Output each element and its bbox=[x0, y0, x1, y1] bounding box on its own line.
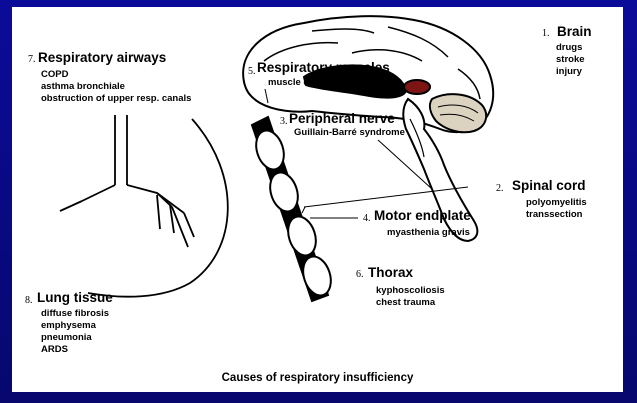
lung-tissue-item: pneumonia bbox=[41, 332, 109, 344]
diagram-caption: Causes of respiratory insufficiency bbox=[12, 372, 623, 384]
muscle-chain-illustration bbox=[251, 117, 335, 301]
brain-title: Brain bbox=[557, 24, 592, 39]
lung-tissue-title: Lung tissue bbox=[37, 290, 113, 305]
brain-number: 1. bbox=[542, 28, 550, 39]
lung-tissue-item: diffuse fibrosis bbox=[41, 308, 109, 320]
spinal-cord-item: polyomyelitis bbox=[526, 197, 587, 209]
brain-item: injury bbox=[556, 66, 585, 78]
thorax-title: Thorax bbox=[368, 265, 413, 280]
respiratory-airways-item: asthma bronchiale bbox=[41, 81, 191, 93]
respiratory-airways-number: 7. bbox=[28, 54, 36, 65]
spinal-cord-title: Spinal cord bbox=[512, 178, 586, 193]
brain-item: drugs bbox=[556, 42, 585, 54]
respiratory-airways-title: Respiratory airways bbox=[38, 50, 166, 65]
respiratory-airways-item: obstruction of upper resp. canals bbox=[41, 93, 191, 105]
peripheral-nerve-title: Peripheral nerve bbox=[289, 111, 395, 126]
respiratory-airways-items: COPD asthma bronchiale obstruction of up… bbox=[41, 69, 191, 105]
lung-tissue-item: ARDS bbox=[41, 344, 109, 356]
lung-tissue-items: diffuse fibrosis emphysema pneumonia ARD… bbox=[41, 308, 109, 356]
respiratory-airways-item: COPD bbox=[41, 69, 191, 81]
lung-tissue-item: emphysema bbox=[41, 320, 109, 332]
motor-endplate-title: Motor endplate bbox=[374, 208, 471, 223]
lung-tissue-number: 8. bbox=[25, 295, 33, 306]
motor-endplate-number: 4. bbox=[363, 213, 371, 224]
spinal-cord-items: polyomyelitis transsection bbox=[526, 197, 587, 221]
spinal-cord-number: 2. bbox=[496, 183, 504, 194]
motor-endplate-item: myasthenia gravis bbox=[387, 227, 470, 239]
airway-illustration bbox=[60, 115, 228, 297]
peripheral-nerve-item: Guillain-Barré syndrome bbox=[294, 127, 405, 139]
spinal-cord-item: transsection bbox=[526, 209, 587, 221]
brain-item: stroke bbox=[556, 54, 585, 66]
motor-endplate-items: myasthenia gravis bbox=[387, 227, 470, 239]
respiratory-muscles-number: 5. bbox=[248, 66, 256, 77]
diagram-canvas: 1. Brain drugs stroke injury 2. Spinal c… bbox=[12, 7, 623, 392]
peripheral-nerve-number: 3. bbox=[280, 116, 288, 127]
brain-items: drugs stroke injury bbox=[556, 42, 585, 78]
thorax-number: 6. bbox=[356, 269, 364, 280]
respiratory-muscles-items: muscle dystrophies bbox=[268, 77, 357, 89]
respiratory-muscles-title: Respiratory muscles bbox=[257, 60, 390, 75]
thorax-item: chest trauma bbox=[376, 297, 445, 309]
peripheral-nerve-items: Guillain-Barré syndrome bbox=[294, 127, 405, 139]
respiratory-muscles-item: muscle dystrophies bbox=[268, 77, 357, 89]
thorax-item: kyphoscoliosis bbox=[376, 285, 445, 297]
thorax-items: kyphoscoliosis chest trauma bbox=[376, 285, 445, 309]
